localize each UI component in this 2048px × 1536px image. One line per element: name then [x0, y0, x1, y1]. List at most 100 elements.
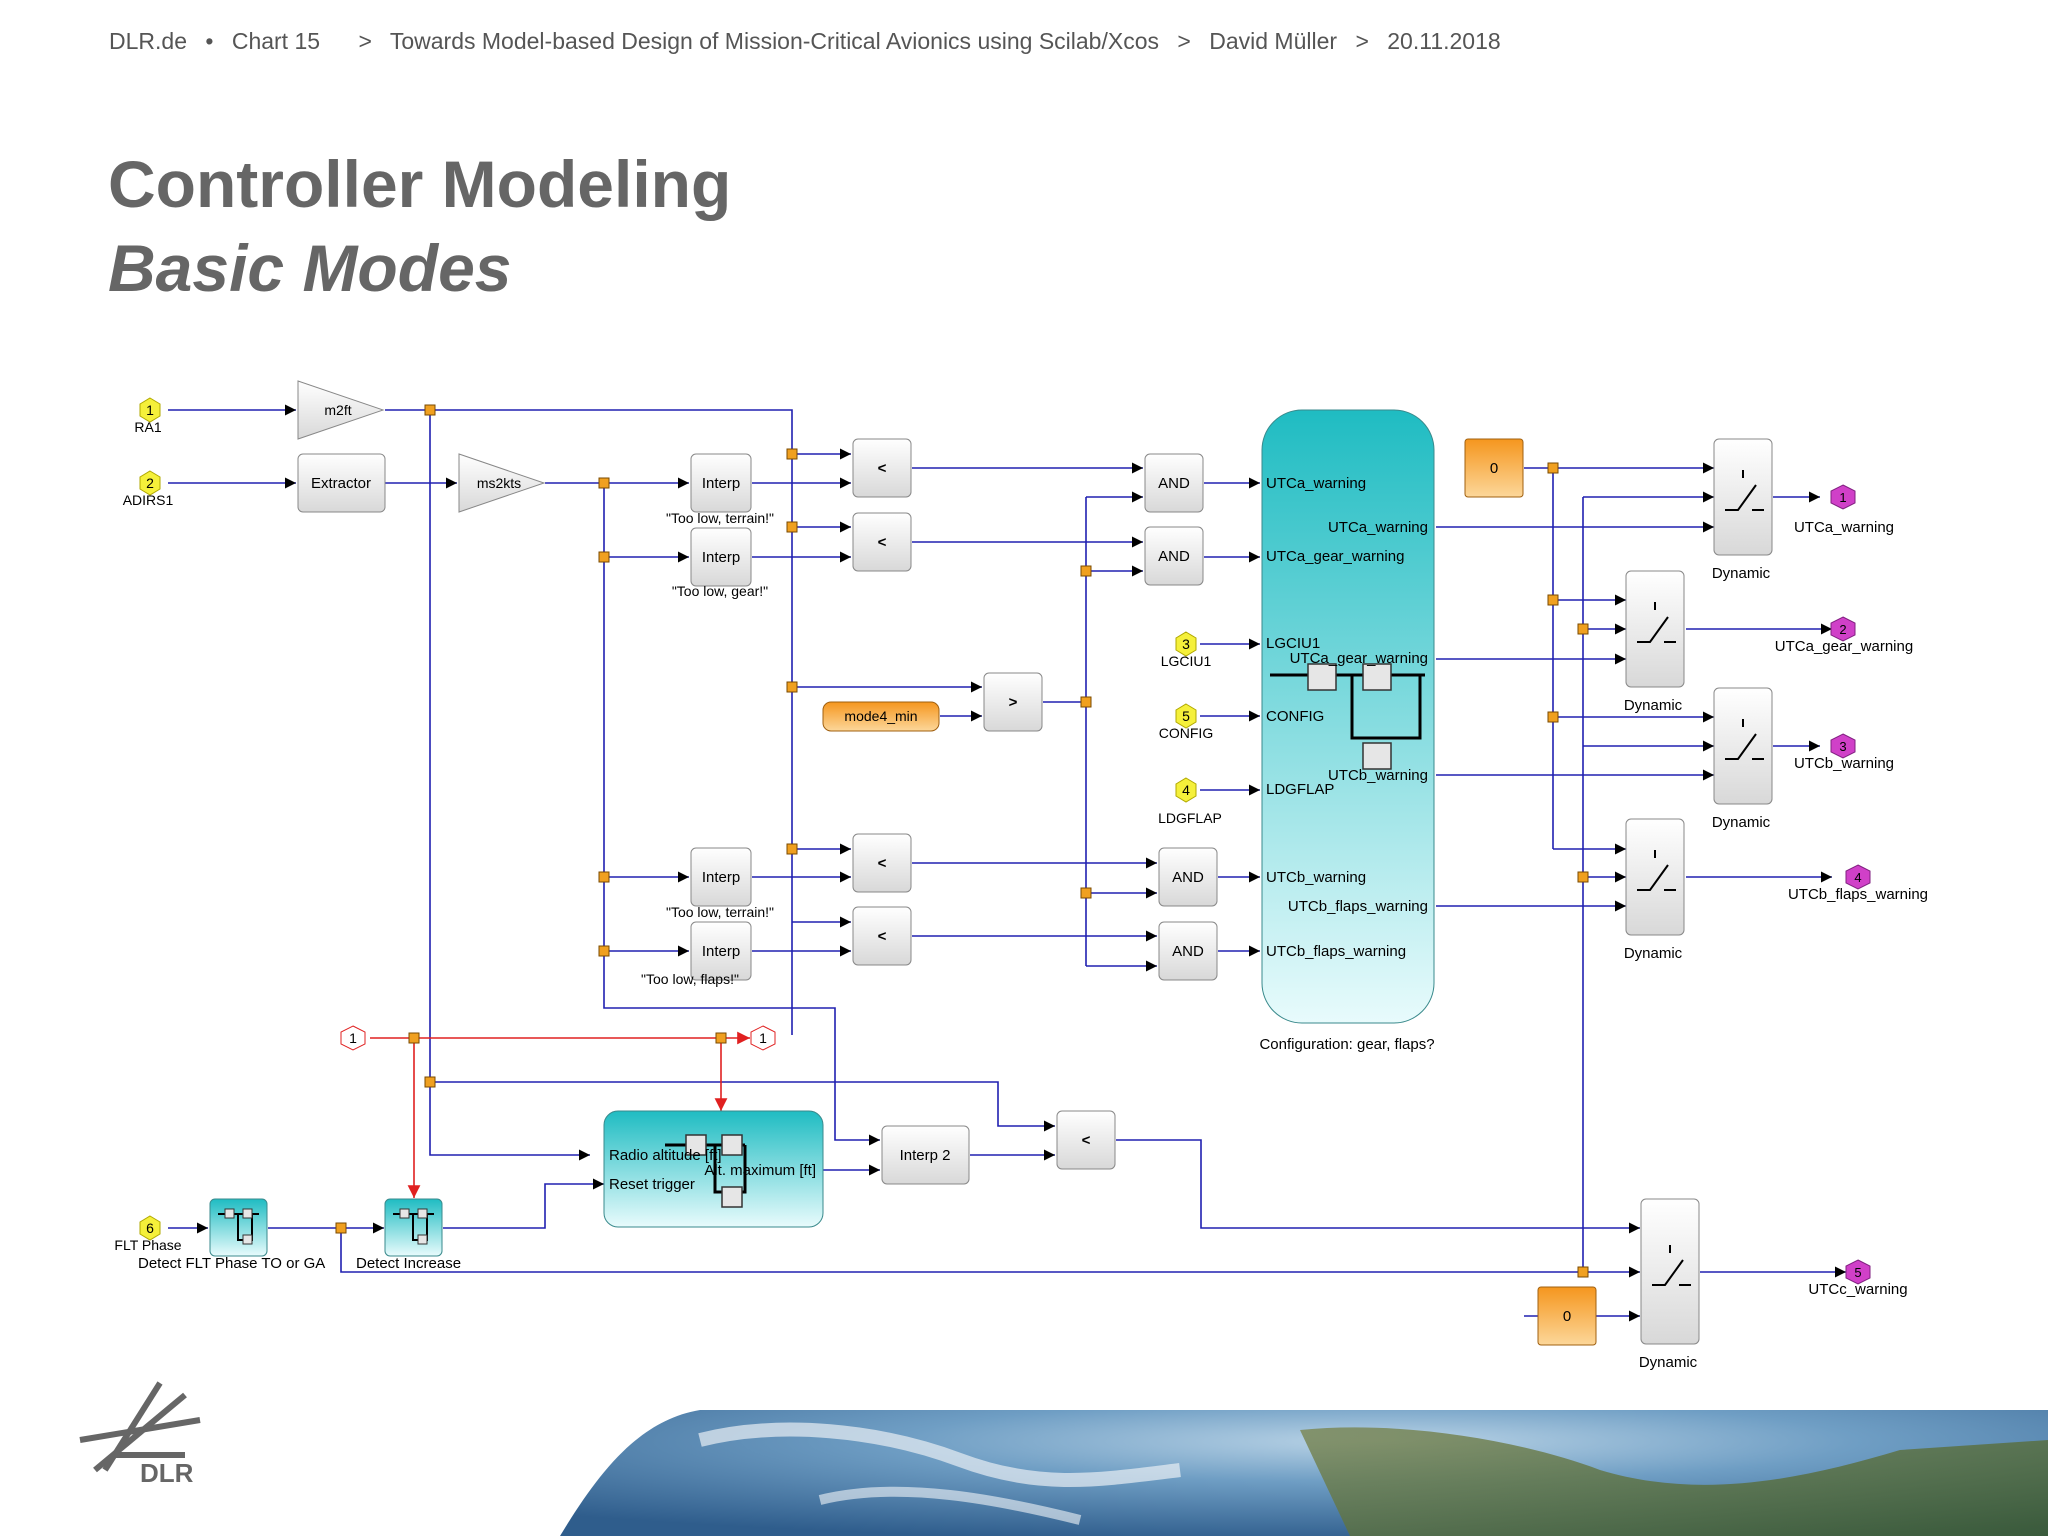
- svg-text:UTCa_gear_warning: UTCa_gear_warning: [1290, 650, 1428, 667]
- less-than-block-3[interactable]: <: [852, 833, 912, 893]
- extractor-block[interactable]: Extractor: [297, 453, 386, 513]
- output-port-utcc-warning[interactable]: 5 UTCc_warning: [1808, 1259, 1908, 1298]
- and-block-4[interactable]: AND: [1158, 921, 1218, 981]
- interp2-block[interactable]: Interp 2: [881, 1125, 970, 1185]
- svg-text:m2ft: m2ft: [324, 402, 351, 418]
- detect-increase-block[interactable]: [384, 1198, 443, 1257]
- svg-text:mode4_min: mode4_min: [844, 708, 917, 724]
- svg-text:ms2kts: ms2kts: [477, 475, 521, 491]
- svg-text:Interp: Interp: [702, 943, 740, 960]
- svg-text:4: 4: [1854, 870, 1861, 885]
- svg-text:<: <: [878, 534, 887, 551]
- svg-text:3: 3: [1839, 739, 1846, 754]
- and-block-3[interactable]: AND: [1158, 847, 1218, 907]
- page-subtitle: Basic Modes: [108, 231, 512, 305]
- input-port-lgciu1[interactable]: 3 LGCIU1: [1161, 631, 1212, 669]
- dlr-logo-text: DLR: [140, 1458, 194, 1488]
- split-points: [335, 404, 1589, 1278]
- dlr-logo-mark: [79, 1381, 201, 1473]
- dynamic-switch-3[interactable]: Dynamic: [1712, 687, 1773, 831]
- svg-text:UTCb_flaps_warning: UTCb_flaps_warning: [1288, 898, 1428, 915]
- event-input-port[interactable]: 1: [340, 1025, 366, 1051]
- input-port-config[interactable]: 5 CONFIG: [1159, 703, 1213, 741]
- output-port-utca-gear-warning[interactable]: 2 UTCa_gear_warning: [1775, 616, 1913, 655]
- svg-text:Dynamic: Dynamic: [1712, 814, 1771, 831]
- svg-text:Dynamic: Dynamic: [1624, 945, 1683, 962]
- and-block-2[interactable]: AND: [1144, 526, 1204, 586]
- dynamic-switch-1[interactable]: Dynamic: [1712, 438, 1773, 582]
- less-than-block-1[interactable]: <: [852, 438, 912, 498]
- output-port-utcb-flaps-warning[interactable]: 4 UTCb_flaps_warning: [1788, 864, 1928, 903]
- svg-text:FLT Phase: FLT Phase: [114, 1237, 181, 1253]
- svg-text:UTCb_warning: UTCb_warning: [1328, 767, 1428, 784]
- svg-text:LDGFLAP: LDGFLAP: [1266, 781, 1334, 798]
- svg-text:1: 1: [759, 1030, 767, 1046]
- svg-text:Radio altitude [ft]: Radio altitude [ft]: [609, 1147, 722, 1164]
- page-title: Controller Modeling: [108, 147, 732, 221]
- zero-constant-top[interactable]: 0: [1464, 438, 1524, 498]
- event-output-port[interactable]: 1: [750, 1025, 776, 1051]
- switch-blocks: Dynamic Dynamic Dynamic Dynamic Dynamic: [1624, 438, 1773, 1371]
- superblock-ports: UTCa_warning UTCa_gear_warning LGCIU1 CO…: [1266, 475, 1428, 960]
- svg-text:5: 5: [1854, 1265, 1861, 1280]
- interp-block-terrain-b[interactable]: Interp: [690, 847, 752, 907]
- svg-text:6: 6: [146, 1220, 154, 1236]
- svg-text:Dynamic: Dynamic: [1712, 565, 1771, 582]
- altmax-glyph-boxes: [685, 1134, 743, 1208]
- ms2kts-block[interactable]: ms2kts: [458, 453, 546, 513]
- output-port-utca-warning[interactable]: 1 UTCa_warning: [1794, 484, 1894, 536]
- input-port-flt-phase[interactable]: 6 FLT Phase: [114, 1215, 182, 1253]
- greater-than-block[interactable]: >: [983, 672, 1043, 732]
- svg-text:ADIRS1: ADIRS1: [123, 492, 174, 508]
- svg-text:<: <: [878, 460, 887, 477]
- svg-text:AND: AND: [1172, 943, 1204, 960]
- configuration-superblock[interactable]: UTCa_warning UTCa_gear_warning LGCIU1 CO…: [1261, 409, 1435, 1024]
- and-block-1[interactable]: AND: [1144, 453, 1204, 513]
- svg-text:RA1: RA1: [134, 419, 161, 435]
- gray-blocks: Extractor Interp Interp Interp Interp < …: [297, 438, 1218, 1185]
- less-than-block-5[interactable]: <: [1056, 1110, 1116, 1170]
- caption-terrain-b: "Too low, terrain!": [666, 904, 774, 920]
- svg-text:3: 3: [1182, 636, 1190, 652]
- input-port-adirs1[interactable]: 2 ADIRS1: [123, 470, 174, 508]
- svg-text:AND: AND: [1172, 869, 1204, 886]
- zero-constant-bottom[interactable]: 0: [1537, 1286, 1597, 1346]
- interp-block-flaps[interactable]: Interp: [690, 921, 752, 981]
- breadcrumb-site[interactable]: DLR.de: [109, 28, 187, 54]
- caption-detect-increase: Detect Increase: [356, 1255, 461, 1272]
- svg-text:CONFIG: CONFIG: [1266, 708, 1324, 725]
- less-than-block-4[interactable]: <: [852, 906, 912, 966]
- svg-text:AND: AND: [1158, 475, 1190, 492]
- dynamic-switch-2[interactable]: Dynamic: [1624, 570, 1685, 714]
- svg-text:UTCc_warning: UTCc_warning: [1808, 1281, 1907, 1298]
- dynamic-switch-4[interactable]: Dynamic: [1624, 818, 1685, 962]
- detect-flt-phase-block[interactable]: [209, 1198, 268, 1257]
- input-port-ra1[interactable]: 1 RA1: [134, 397, 162, 435]
- mode4-min-block[interactable]: mode4_min: [822, 701, 940, 732]
- input-port-ldgflap[interactable]: 4 LDGFLAP: [1158, 777, 1222, 826]
- caption-flaps: "Too low, flaps!": [641, 971, 739, 987]
- gain-blocks: m2ft ms2kts: [297, 380, 546, 513]
- interp-block-gear[interactable]: Interp: [690, 527, 752, 587]
- alt-maximum-superblock[interactable]: Radio altitude [ft] Reset trigger Alt. m…: [603, 1110, 824, 1228]
- svg-text:UTCa_warning: UTCa_warning: [1328, 519, 1428, 536]
- svg-text:UTCa_warning: UTCa_warning: [1266, 475, 1366, 492]
- dynamic-switch-5[interactable]: Dynamic: [1639, 1198, 1700, 1371]
- m2ft-block[interactable]: m2ft: [297, 380, 385, 440]
- output-ports: 1 UTCa_warning 2 UTCa_gear_warning 3 UTC…: [1775, 484, 1928, 1298]
- svg-text:LDGFLAP: LDGFLAP: [1158, 810, 1222, 826]
- less-than-block-2[interactable]: <: [852, 512, 912, 572]
- svg-text:<: <: [1082, 1132, 1091, 1149]
- output-port-utcb-warning[interactable]: 3 UTCb_warning: [1794, 733, 1894, 772]
- interp-block-terrain-a[interactable]: Interp: [690, 453, 752, 513]
- svg-text:Interp: Interp: [702, 475, 740, 492]
- svg-text:2: 2: [146, 475, 154, 491]
- svg-text:Alt. maximum [ft]: Alt. maximum [ft]: [704, 1162, 816, 1179]
- svg-text:Dynamic: Dynamic: [1639, 1354, 1698, 1371]
- svg-text:2: 2: [1839, 622, 1846, 637]
- svg-text:Reset trigger: Reset trigger: [609, 1176, 695, 1193]
- input-ports: 1 RA1 2 ADIRS1 3 LGCIU1 5 CONFIG 4 LDGFL…: [114, 397, 1222, 1253]
- svg-text:1: 1: [1839, 490, 1846, 505]
- svg-text:4: 4: [1182, 782, 1190, 798]
